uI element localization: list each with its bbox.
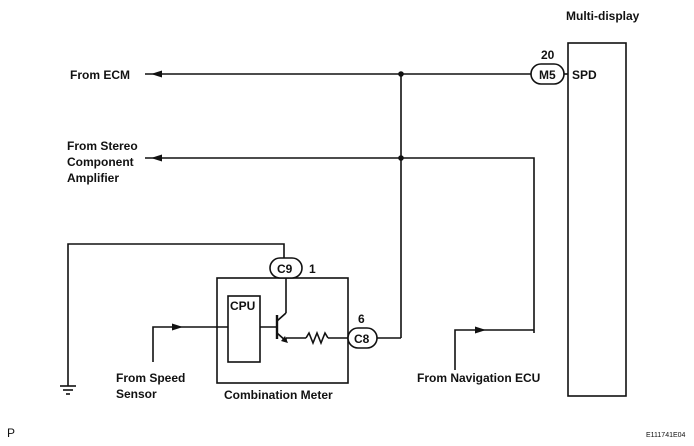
connector-c8-label: C8: [354, 332, 370, 346]
stereo-signal-wire: [145, 157, 535, 333]
combination-meter-label: Combination Meter: [224, 388, 333, 402]
from-ecm-label: From ECM: [70, 68, 130, 82]
spd-terminal-label: SPD: [572, 68, 597, 82]
multi-display-box: [567, 42, 627, 397]
transistor-collector: [276, 312, 287, 322]
speed-sensor-wire: [152, 326, 228, 362]
from-speed-label-line2: Sensor: [116, 387, 157, 401]
ecm-input-arrow: [151, 70, 162, 78]
multi-display-label: Multi-display: [566, 9, 640, 23]
connector-m5-label: M5: [539, 68, 556, 82]
connector-c8-pin: 6: [358, 312, 365, 326]
from-speed-label-line1: From Speed: [116, 371, 185, 385]
speed-sensor-arrow: [172, 323, 183, 331]
from-stereo-label-line1: From Stereo: [67, 139, 138, 153]
from-stereo-label-line3: Amplifier: [67, 171, 119, 185]
transistor-emitter-arrow: [281, 336, 288, 343]
stereo-input-arrow: [151, 154, 162, 162]
navigation-signal-wire: [454, 329, 534, 370]
navigation-input-arrow: [475, 326, 486, 334]
cpu-block: [227, 295, 261, 363]
from-stereo-label-line2: Component: [67, 155, 134, 169]
cpu-label: CPU: [230, 299, 255, 313]
connector-c8: [347, 327, 378, 349]
junction-dot-ecm: [398, 71, 404, 77]
connector-m5-pin: 20: [541, 48, 555, 62]
ground-wire: [67, 243, 285, 386]
connector-c9-pin: 1: [309, 262, 316, 276]
resistor: [305, 330, 329, 346]
corner-label-left: P: [7, 426, 15, 440]
connector-c9-label: C9: [277, 262, 293, 276]
corner-label-right: E111741E04: [646, 432, 686, 439]
combination-meter-box: [216, 277, 349, 384]
from-navigation-label: From Navigation ECU: [417, 371, 540, 385]
junction-dot-stereo: [398, 155, 404, 161]
